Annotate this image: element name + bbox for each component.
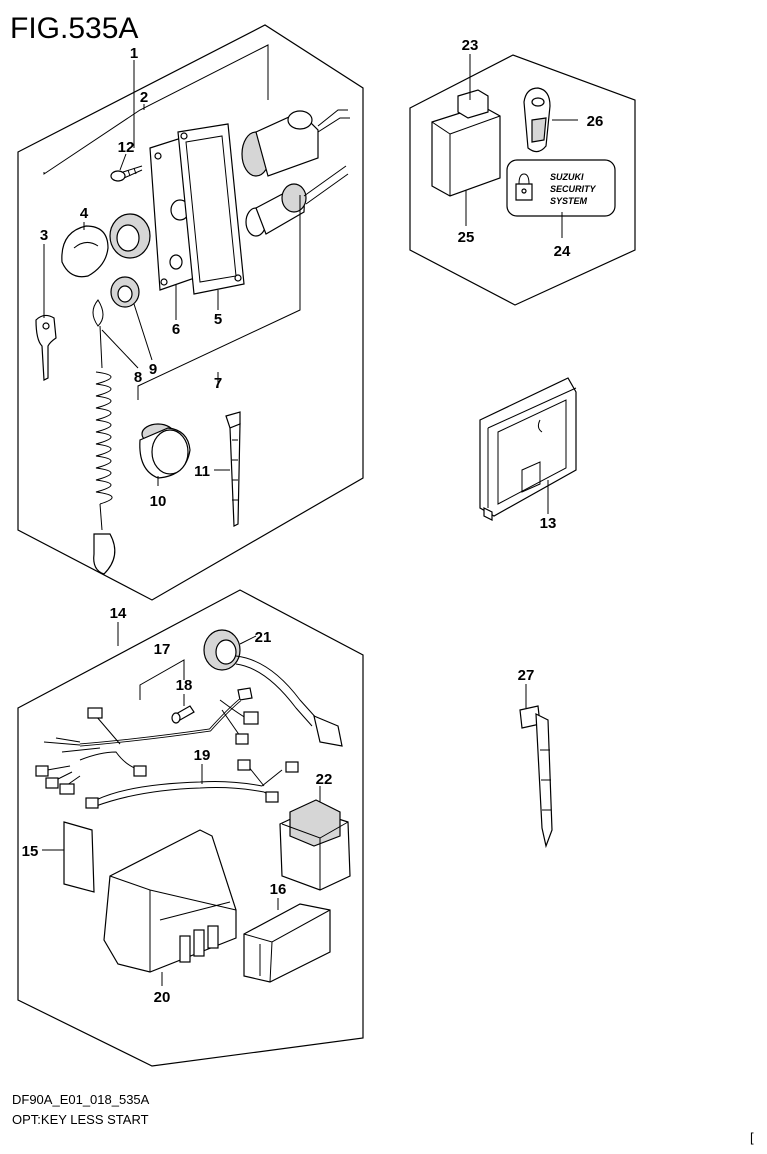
callout-11: 11 <box>194 463 210 480</box>
receiver-part <box>431 89 501 197</box>
figure-code: DF90A_E01_018_535A <box>12 1092 150 1107</box>
callout-17: 17 <box>154 641 171 658</box>
callout-5: 5 <box>214 311 222 328</box>
callout-4: 4 <box>80 205 89 222</box>
switch-body-part <box>241 109 350 177</box>
corner-mark: [ <box>750 1130 754 1145</box>
small-nut-part <box>110 276 140 308</box>
callout-15: 15 <box>22 843 39 860</box>
security-label-line1: SUZUKI <box>550 172 584 182</box>
callout-19: 19 <box>194 747 211 764</box>
callout-16: 16 <box>270 881 287 898</box>
control-module-part <box>479 377 577 521</box>
screw-part <box>110 165 143 182</box>
switch-nut-part <box>109 213 151 259</box>
stop-switch-part <box>245 165 349 237</box>
figure-title: FIG.535A <box>10 12 138 45</box>
main-harness-part <box>35 698 259 795</box>
gasket-part <box>177 123 245 295</box>
security-label-line3: SYSTEM <box>550 196 588 206</box>
key-fob-part <box>523 87 551 153</box>
key-part <box>35 314 57 381</box>
relay-part <box>279 799 351 891</box>
callout-6: 6 <box>172 321 180 338</box>
callout-7: 7 <box>214 375 222 392</box>
frame-harness-kit <box>17 589 364 1067</box>
security-label-part: SUZUKI SECURITY SYSTEM <box>506 159 616 217</box>
cable-tie-2-part <box>519 705 553 849</box>
callout-10: 10 <box>150 493 167 510</box>
callout-13: 13 <box>540 515 557 532</box>
security-label-line2: SECURITY <box>550 184 597 194</box>
callout-26: 26 <box>587 113 604 130</box>
cable-tie-part <box>225 411 241 527</box>
callout-12: 12 <box>118 139 135 156</box>
frame-security-kit <box>409 54 636 306</box>
round-switch-part <box>139 423 191 479</box>
callout-1: 1 <box>130 45 138 62</box>
callout-18: 18 <box>176 677 193 694</box>
callout-20: 20 <box>154 989 171 1006</box>
callout-3: 3 <box>40 227 48 244</box>
callout-25: 25 <box>458 229 475 246</box>
callout-24: 24 <box>554 243 571 260</box>
callout-labels: 1 2 3 4 5 6 7 8 9 10 11 12 13 14 15 16 1… <box>22 37 604 1006</box>
callout-27: 27 <box>518 667 535 684</box>
callout-2: 2 <box>140 89 148 106</box>
case-part <box>243 903 331 983</box>
knob-part <box>61 225 109 278</box>
callout-14: 14 <box>110 605 127 622</box>
figure-subtitle: OPT:KEY LESS START <box>12 1112 149 1127</box>
callout-23: 23 <box>462 37 479 54</box>
callout-22: 22 <box>316 771 333 788</box>
callout-8: 8 <box>134 369 142 386</box>
lanyard-part <box>92 299 116 575</box>
bolt-part <box>171 705 195 724</box>
frame-key-switch-kit <box>17 24 364 601</box>
callout-21: 21 <box>255 629 272 646</box>
callout-9: 9 <box>149 361 157 378</box>
card-part <box>63 821 95 893</box>
holder-part <box>103 829 237 973</box>
extension-harness-part <box>85 759 299 809</box>
callout-7-bracket <box>137 195 301 400</box>
sub-harness-part <box>203 629 343 747</box>
leader-lines <box>42 54 578 986</box>
